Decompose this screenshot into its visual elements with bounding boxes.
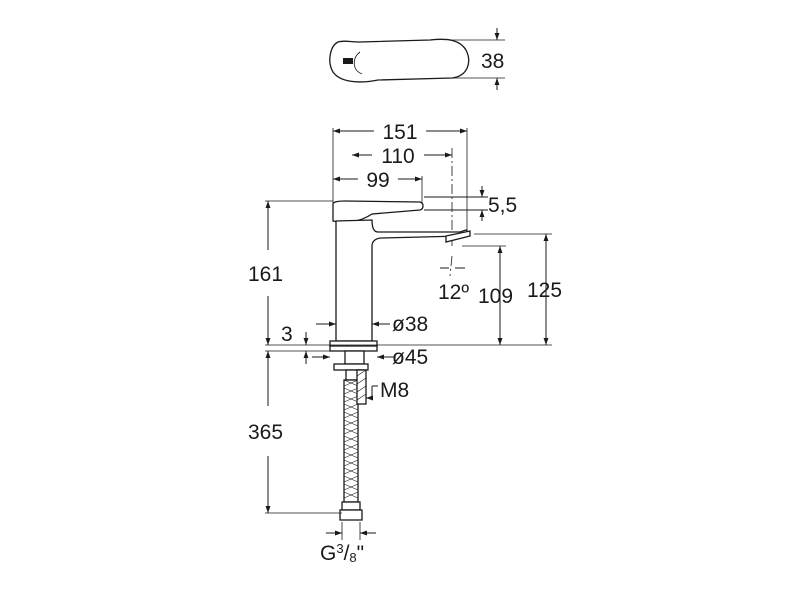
- brand-logo: [343, 58, 353, 64]
- label-spout-angle: 12º: [438, 281, 469, 304]
- faucet-body: [329, 200, 471, 381]
- label-spout-reach: 110: [381, 145, 414, 168]
- label-thread: M8: [380, 379, 409, 402]
- label-base-diameter: ø45: [392, 346, 428, 369]
- handle-top-view: [329, 28, 505, 90]
- label-handle-offset: 5,5: [488, 194, 517, 217]
- dimension-labels: 38 151 110 99 5,5 161 12º 109 125 3 ø38 …: [248, 50, 562, 565]
- supply-hose-short: [356, 369, 367, 405]
- label-outlet-height: 109: [478, 285, 513, 308]
- label-total-height: 161: [248, 263, 283, 286]
- label-handle-height: 38: [481, 50, 504, 73]
- label-spout-height: 125: [527, 279, 562, 302]
- label-handle-reach: 99: [366, 169, 389, 192]
- label-connection: G3/8": [320, 541, 364, 565]
- label-overall-length: 151: [382, 121, 417, 144]
- dimension-lines: [265, 128, 549, 536]
- label-body-diameter: ø38: [392, 313, 428, 336]
- supply-hose-long: [339, 379, 363, 521]
- label-base-offset: 3: [281, 323, 293, 346]
- label-hose-length: 365: [248, 421, 283, 444]
